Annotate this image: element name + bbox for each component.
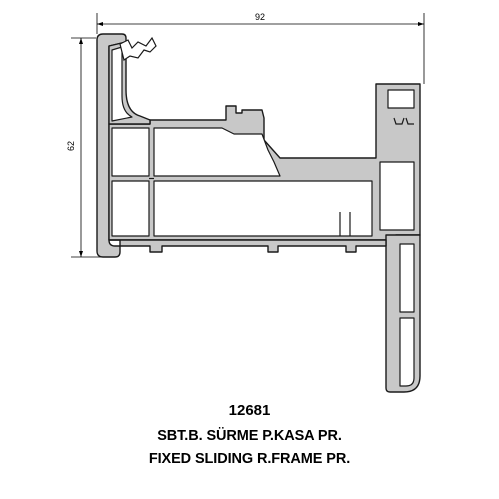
height-dimension-label: 62 bbox=[66, 141, 76, 151]
chamber-tail-upper bbox=[399, 243, 415, 313]
chamber-lower-left bbox=[111, 180, 150, 237]
width-dimension-label: 92 bbox=[255, 12, 265, 22]
left-leg bbox=[96, 33, 127, 258]
width-dimension bbox=[96, 13, 425, 84]
mid-rib bbox=[339, 212, 351, 236]
right-notch bbox=[393, 117, 414, 125]
profile-chambers bbox=[111, 46, 415, 387]
product-name-english: FIXED SLIDING R.FRAME PR. bbox=[148, 451, 351, 467]
chamber-tail-lower bbox=[399, 317, 415, 387]
chamber-right-mid bbox=[379, 161, 415, 231]
chamber-lower-mid bbox=[153, 180, 373, 237]
height-dimension bbox=[71, 37, 110, 258]
bottom-rail bbox=[108, 239, 387, 253]
chamber-right-top bbox=[387, 89, 415, 109]
product-name-turkish: SBT.B. SÜRME P.KASA PR. bbox=[157, 428, 342, 444]
chamber-upper-right bbox=[153, 127, 281, 177]
product-code: 12681 bbox=[228, 402, 271, 419]
chamber-upper-left bbox=[111, 127, 150, 177]
top-gasket bbox=[119, 36, 157, 61]
profile-details bbox=[119, 36, 414, 236]
chamber-upper-arm bbox=[111, 46, 133, 122]
